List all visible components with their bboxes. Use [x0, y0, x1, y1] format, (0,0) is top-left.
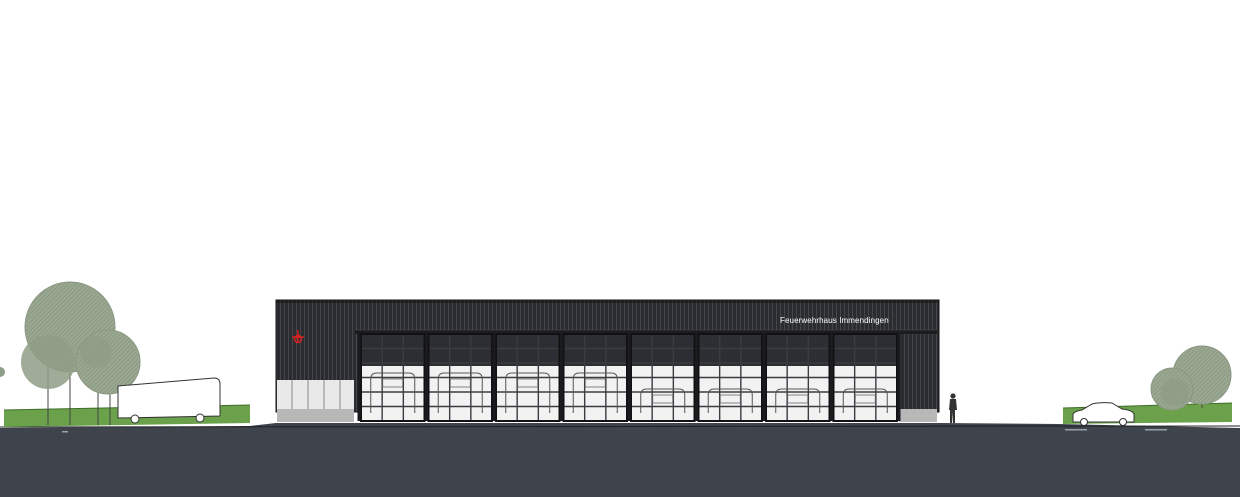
- car-right: [1072, 402, 1135, 426]
- bay-door: [697, 333, 763, 422]
- person: [949, 393, 957, 423]
- bay-door: [832, 333, 898, 422]
- trees-left: [0, 281, 141, 425]
- vehicle-left: [117, 377, 221, 424]
- bay-door: [427, 333, 493, 422]
- left-glazing: [277, 380, 354, 409]
- plinth-left: [277, 409, 354, 422]
- door-pillar: [695, 334, 698, 421]
- bay-doors: [357, 333, 901, 422]
- fire-emblem-icon: [292, 330, 304, 344]
- door-pillar: [830, 334, 833, 421]
- ground-line: [0, 425, 1240, 428]
- door-pillar: [627, 334, 631, 421]
- door-pillar: [492, 334, 496, 421]
- bay-door: [765, 333, 831, 422]
- bay-door: [630, 333, 696, 422]
- bay-door: [562, 333, 628, 422]
- door-pillar: [762, 334, 766, 421]
- building-sign: Feuerwehrhaus Immendingen: [780, 316, 889, 325]
- bay-door: [360, 333, 426, 422]
- door-pillar: [357, 334, 361, 421]
- plinth-right: [899, 409, 937, 422]
- door-pillar: [425, 334, 428, 421]
- trees-right: [1150, 345, 1232, 411]
- fire-station: [275, 299, 940, 422]
- door-pillar: [560, 334, 563, 421]
- bay-door: [495, 333, 561, 422]
- door-pillar: [897, 334, 901, 421]
- ground: [0, 423, 1240, 497]
